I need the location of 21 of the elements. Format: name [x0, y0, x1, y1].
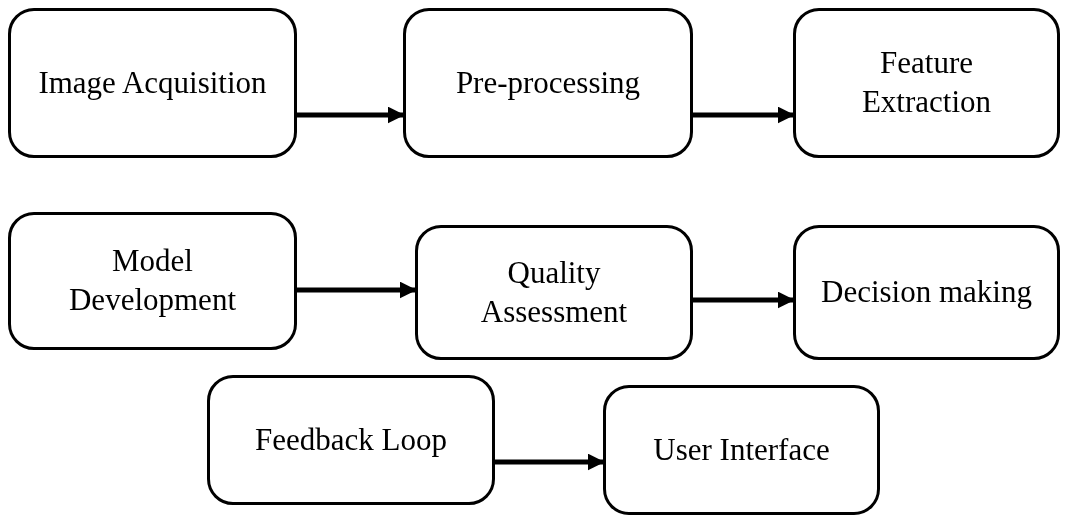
process-box: [415, 225, 693, 360]
process-box: [793, 8, 1060, 158]
arrow: [693, 291, 795, 309]
box-label: Image Acquisition: [37, 63, 268, 102]
box-label: Feedback Loop: [254, 420, 448, 459]
box-label: Feature Extraction: [860, 44, 993, 121]
arrow: [297, 106, 405, 124]
process-box: [793, 225, 1060, 360]
box-label: Quality Assessment: [479, 253, 629, 331]
process-box: [403, 8, 693, 158]
box-label: Model Development: [68, 242, 237, 319]
process-box: [8, 212, 297, 350]
box-label: Pre-processing: [454, 63, 642, 102]
arrow: [693, 106, 795, 124]
box-label: Decision making: [820, 273, 1033, 312]
process-box: [603, 385, 880, 515]
process-box: [8, 8, 297, 158]
arrow: [297, 281, 417, 299]
process-box: [207, 375, 495, 505]
arrow: [495, 453, 605, 471]
box-label: User Interface: [652, 430, 831, 469]
